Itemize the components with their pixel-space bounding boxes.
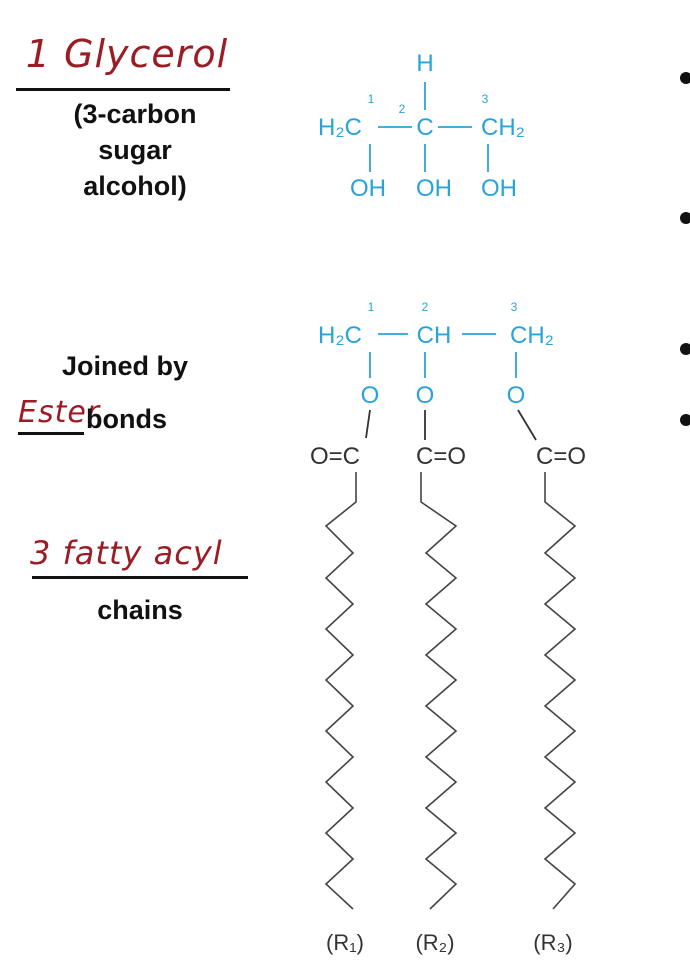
carbonyl-3: C=O <box>536 443 586 470</box>
tg-c2-ch: CH <box>417 322 452 349</box>
r-group-labels: (R₁) (R₂) (R₃) <box>326 930 573 955</box>
glycerol-handwritten-answer: 1 Glycerol <box>25 32 229 76</box>
r-group-3: (R₃) <box>533 930 573 955</box>
ester-carbonyl-groups: O=C C=O C=O <box>310 409 586 470</box>
glycerol-c3-number: 3 <box>482 92 489 106</box>
tg-c3-ch2: CH₂ <box>510 322 554 349</box>
bullet-point <box>680 414 690 426</box>
glycerol-oh-2: OH <box>416 175 452 202</box>
glycerol-molecule: H 1 2 3 H₂C C CH₂ OH OH OH <box>318 50 525 202</box>
carbonyl-2: C=O <box>416 443 466 470</box>
ester-handwritten-answer: Ester <box>18 395 101 430</box>
fatty-acyl-handwritten-answer: 3 fatty acyl <box>30 534 223 572</box>
r-group-2: (R₂) <box>415 930 454 955</box>
glycerol-c2-number: 2 <box>399 102 406 116</box>
tg-c3-number: 3 <box>511 300 518 314</box>
chains-label: chains <box>97 595 183 625</box>
carbonyl-1: O=C <box>310 443 360 470</box>
glycerol-c2: C <box>416 114 433 141</box>
acyl-chain-1 <box>324 472 357 910</box>
glycerol-blank-line <box>16 88 230 91</box>
bullet-point <box>680 343 690 355</box>
bullet-point <box>680 72 690 84</box>
bonds-label: bonds <box>86 404 167 434</box>
glycerol-description: (3-carbon sugar alcohol) <box>40 96 230 204</box>
acyl-chain-2 <box>420 472 458 910</box>
glycerol-desc-line-1: (3-carbon <box>73 99 197 129</box>
triglyceride-backbone: 1 2 3 H₂C CH CH₂ O O O <box>318 300 554 409</box>
tg-c1-number: 1 <box>368 300 375 314</box>
r-group-1: (R₁) <box>326 930 364 955</box>
tg-oxygen-3: O <box>507 382 526 409</box>
tg-oxygen-2: O <box>416 382 435 409</box>
fatty-acyl-blank-line <box>32 576 248 579</box>
tg-c2-number: 2 <box>422 300 429 314</box>
acyl-chain-3 <box>543 472 577 910</box>
glycerol-c1-h2c: H₂C <box>318 114 362 141</box>
glycerol-oh-1: OH <box>350 175 386 202</box>
tg-oxygen-1: O <box>361 382 380 409</box>
glycerol-c3-ch2: CH₂ <box>481 114 525 141</box>
glycerol-top-h: H <box>416 50 433 77</box>
bullet-point <box>680 212 690 224</box>
tg-c1-h2c: H₂C <box>318 322 362 349</box>
ester-blank-line <box>18 432 84 435</box>
fatty-acyl-chains <box>324 472 577 910</box>
glycerol-oh-3: OH <box>481 175 517 202</box>
joined-by-label: Joined by <box>61 351 189 381</box>
glycerol-desc-line-3: alcohol) <box>83 171 187 201</box>
glycerol-c1-number: 1 <box>368 92 375 106</box>
glycerol-desc-line-2: sugar <box>98 135 172 165</box>
